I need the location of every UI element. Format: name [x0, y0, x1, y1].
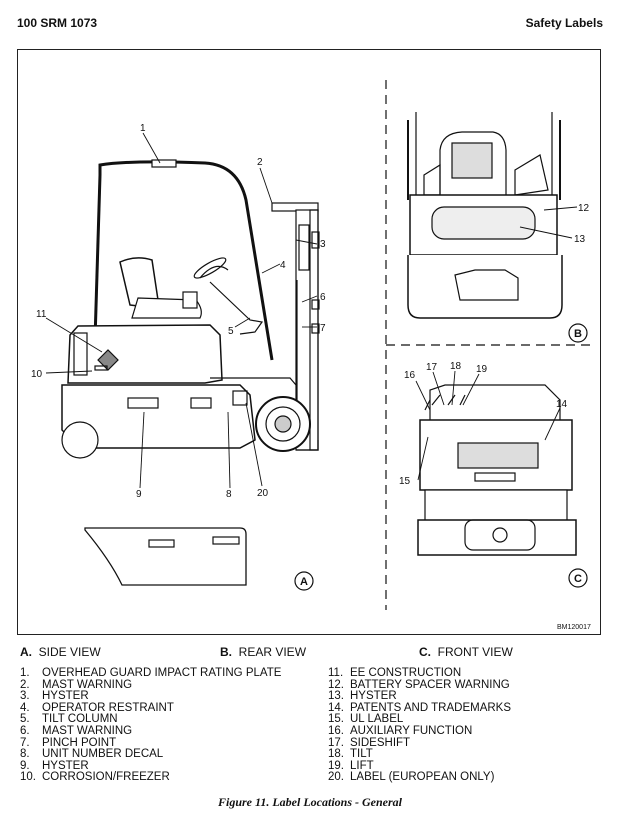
figure-frame [17, 49, 601, 635]
callout-7: 7 [320, 323, 326, 334]
svg-text:C: C [574, 573, 582, 585]
callout-10: 10 [31, 369, 43, 380]
legend-item: 8.UNIT NUMBER DECAL [20, 748, 164, 761]
figure-caption: Figure 11. Label Locations - General [218, 795, 402, 809]
view-title-c: C. FRONT VIEW [419, 645, 513, 659]
svg-text:B: B [574, 328, 582, 340]
legend-right: 11.EE CONSTRUCTION 12.BATTERY SPACER WAR… [328, 667, 512, 784]
legend-item: 12.BATTERY SPACER WARNING [328, 678, 510, 691]
view-title-a: A. SIDE VIEW [20, 645, 101, 659]
legend-item: 1.OVERHEAD GUARD IMPACT RATING PLATE [20, 667, 282, 679]
legend-item: 7.PINCH POINT [20, 736, 117, 749]
callout-9: 9 [136, 489, 142, 500]
figure-id: BM120017 [557, 624, 591, 631]
legend-item: 20.LABEL (EUROPEAN ONLY) [328, 771, 495, 784]
side-view-forklift [61, 159, 320, 459]
legend-item: 14.PATENTS AND TRADEMARKS [328, 701, 512, 714]
rear-view-forklift [407, 112, 563, 319]
callout-4: 4 [280, 260, 286, 271]
view-circle-a: A [294, 571, 314, 591]
legend-item: 18.TILT [328, 748, 373, 761]
legend-item: 11.EE CONSTRUCTION [328, 667, 462, 679]
legend-item: 19.LIFT [328, 759, 374, 772]
front-view-forklift [417, 384, 577, 556]
section-title: Safety Labels [525, 16, 603, 30]
callout-leaders [45, 132, 578, 489]
legend-item: 17.SIDESHIFT [328, 736, 411, 749]
legend-left: 1.OVERHEAD GUARD IMPACT RATING PLATE 2.M… [20, 667, 282, 784]
callout-numbers: 1 2 3 4 5 6 7 8 9 10 11 12 13 14 15 16 1… [31, 123, 590, 500]
callout-14: 14 [556, 399, 568, 410]
legend-item: 9.HYSTER [20, 759, 89, 772]
svg-text:A: A [300, 576, 308, 588]
view-circle-c: C [568, 568, 588, 588]
callout-17: 17 [426, 362, 438, 373]
view-circle-b: B [568, 323, 588, 343]
legend-item: 2.MAST WARNING [20, 678, 133, 691]
callout-13: 13 [574, 234, 586, 245]
callout-19: 19 [476, 364, 488, 375]
view-title-b: B. REAR VIEW [220, 645, 307, 659]
callout-18: 18 [450, 361, 462, 372]
legend-item: 6.MAST WARNING [20, 724, 133, 737]
callout-3: 3 [320, 239, 326, 250]
callout-8: 8 [226, 489, 232, 500]
callout-11: 11 [36, 309, 47, 320]
callout-12: 12 [578, 203, 590, 214]
callout-1: 1 [140, 123, 146, 134]
callout-16: 16 [404, 370, 416, 381]
callout-6: 6 [320, 292, 326, 303]
document-number: 100 SRM 1073 [17, 16, 98, 30]
callout-2: 2 [257, 157, 263, 168]
legend-item: 5.TILT COLUMN [20, 713, 118, 726]
legend-item: 4.OPERATOR RESTRAINT [20, 701, 174, 714]
legend-item: 16.AUXILIARY FUNCTION [328, 724, 473, 737]
callout-5: 5 [228, 326, 234, 337]
legend-item: 10.CORROSION/FREEZER [20, 771, 170, 784]
legend-item: 13.HYSTER [328, 690, 397, 703]
counterweight-detail [84, 527, 247, 586]
callout-15: 15 [399, 476, 411, 487]
legend-item: 3.HYSTER [20, 690, 89, 703]
legend-item: 15.UL LABEL [328, 713, 404, 726]
callout-20: 20 [257, 488, 269, 499]
